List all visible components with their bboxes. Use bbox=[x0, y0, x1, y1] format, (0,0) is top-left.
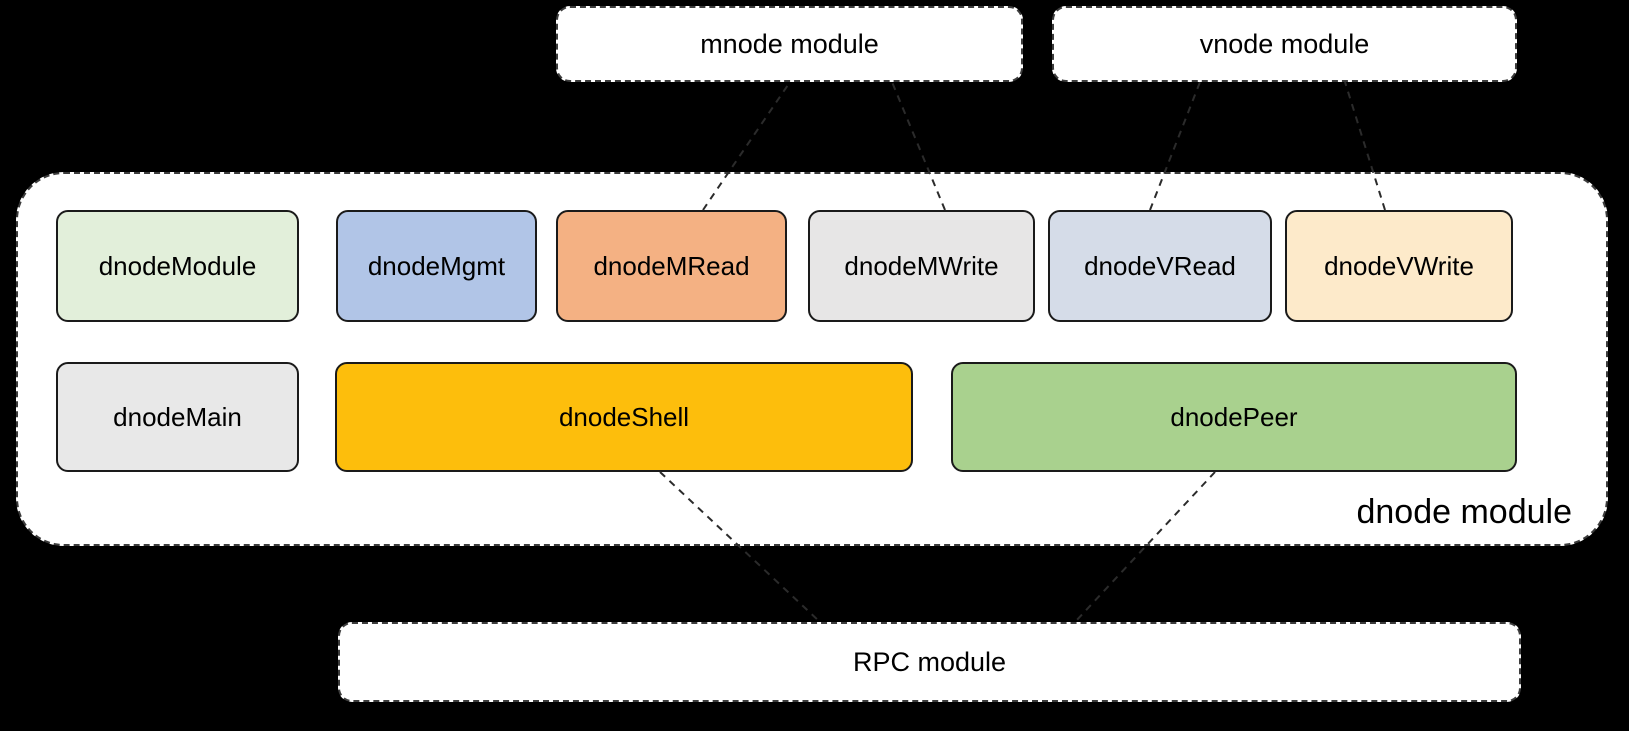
mnode-module-container: mnode module bbox=[556, 6, 1023, 82]
node-dnodevwrite-label: dnodeVWrite bbox=[1324, 251, 1474, 281]
node-dnodeshell[interactable]: dnodeShell bbox=[335, 362, 913, 472]
node-dnodemwrite[interactable]: dnodeMWrite bbox=[808, 210, 1035, 322]
rpc-module-container: RPC module bbox=[338, 622, 1521, 702]
node-dnodepeer[interactable]: dnodePeer bbox=[951, 362, 1517, 472]
node-dnodemwrite-label: dnodeMWrite bbox=[844, 251, 999, 281]
node-dnodemodule-label: dnodeModule bbox=[98, 251, 257, 281]
node-dnodemgmt[interactable]: dnodeMgmt bbox=[336, 210, 537, 322]
node-dnodemread[interactable]: dnodeMRead bbox=[556, 210, 787, 322]
node-dnodemgmt-label: dnodeMgmt bbox=[367, 251, 506, 281]
node-dnodepeer-label: dnodePeer bbox=[1170, 402, 1298, 432]
vnode-module-label: vnode module bbox=[1199, 28, 1370, 59]
node-dnodemain-label: dnodeMain bbox=[113, 402, 242, 432]
node-dnodemain[interactable]: dnodeMain bbox=[56, 362, 299, 472]
node-dnodemodule[interactable]: dnodeModule bbox=[56, 210, 299, 322]
node-dnodevread-label: dnodeVRead bbox=[1084, 251, 1236, 281]
node-dnodevwrite[interactable]: dnodeVWrite bbox=[1285, 210, 1513, 322]
node-dnodeshell-label: dnodeShell bbox=[558, 402, 690, 432]
node-dnodevread[interactable]: dnodeVRead bbox=[1048, 210, 1272, 322]
rpc-module-label: RPC module bbox=[852, 646, 1007, 677]
node-dnodemread-label: dnodeMRead bbox=[593, 251, 750, 281]
mnode-module-label: mnode module bbox=[700, 28, 879, 59]
vnode-module-container: vnode module bbox=[1052, 6, 1517, 82]
dnode-module-label: dnode module bbox=[1356, 493, 1572, 531]
